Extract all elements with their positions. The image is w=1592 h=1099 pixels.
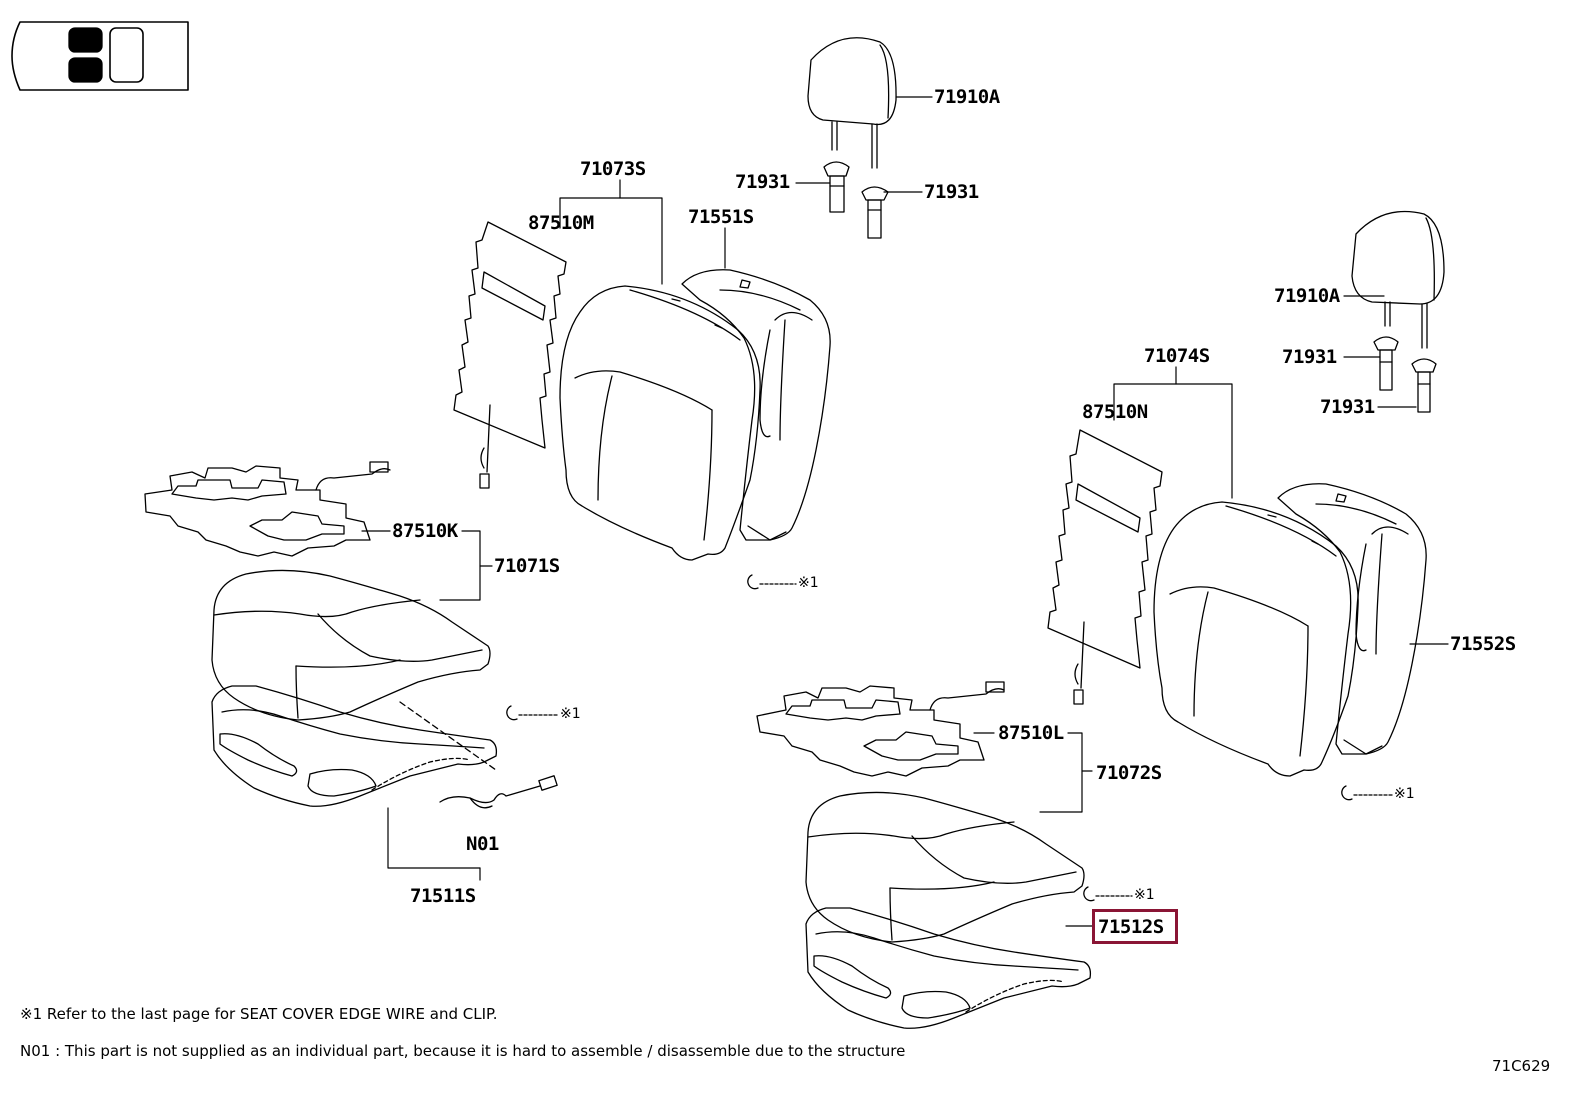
seatback-left-drawing <box>453 221 831 561</box>
seatback-right-drawing <box>1047 429 1427 777</box>
cushion-right-drawing <box>756 681 1092 1029</box>
part-label-support-left-b[interactable]: 71931 <box>924 181 979 203</box>
refmark-3: ※1 <box>1394 786 1415 802</box>
leader-lines <box>361 96 1449 927</box>
part-label-back-pad-left[interactable]: 71551S <box>688 206 754 228</box>
vehicle-location-icon <box>11 21 189 91</box>
headrest-left-drawing <box>807 37 897 239</box>
part-label-headrest-left[interactable]: 71910A <box>934 86 1000 108</box>
part-label-cushion-heater-left[interactable]: 87510K <box>392 520 458 542</box>
part-label-cushion-heater-right[interactable]: 87510L <box>998 722 1064 744</box>
headrest-right-drawing <box>1351 210 1445 413</box>
part-label-n01[interactable]: N01 <box>466 833 499 855</box>
refmark-4: ※1 <box>1134 887 1155 903</box>
diagram-code: 71C629 <box>1492 1057 1551 1075</box>
refmark-2: ※1 <box>560 706 581 722</box>
part-label-cushion-cover-assy-left[interactable]: 71071S <box>494 555 560 577</box>
footnote-n01: N01 : This part is not supplied as an in… <box>20 1042 906 1060</box>
part-label-back-heater-left[interactable]: 87510M <box>528 212 594 234</box>
highlight-box <box>1092 909 1178 944</box>
refmark-1: ※1 <box>798 575 819 591</box>
part-label-support-right-b[interactable]: 71931 <box>1320 396 1375 418</box>
part-label-support-right-a[interactable]: 71931 <box>1282 346 1337 368</box>
part-label-back-cover-assy-left[interactable]: 71073S <box>580 158 646 180</box>
part-label-cushion-pad-left[interactable]: 71511S <box>410 885 476 907</box>
part-label-back-cover-assy-right[interactable]: 71074S <box>1144 345 1210 367</box>
footnote-edge-wire: ※1 Refer to the last page for SEAT COVER… <box>20 1005 498 1023</box>
part-label-back-pad-right[interactable]: 71552S <box>1450 633 1516 655</box>
part-label-cushion-cover-assy-right[interactable]: 71072S <box>1096 762 1162 784</box>
part-label-cushion-pad-right[interactable]: 71512S <box>1098 916 1164 938</box>
part-label-support-left-a[interactable]: 71931 <box>735 171 790 193</box>
clip-symbols <box>506 574 1393 902</box>
part-label-back-heater-right[interactable]: 87510N <box>1082 401 1148 423</box>
part-label-headrest-right[interactable]: 71910A <box>1274 285 1340 307</box>
cushion-left-drawing <box>144 461 558 809</box>
